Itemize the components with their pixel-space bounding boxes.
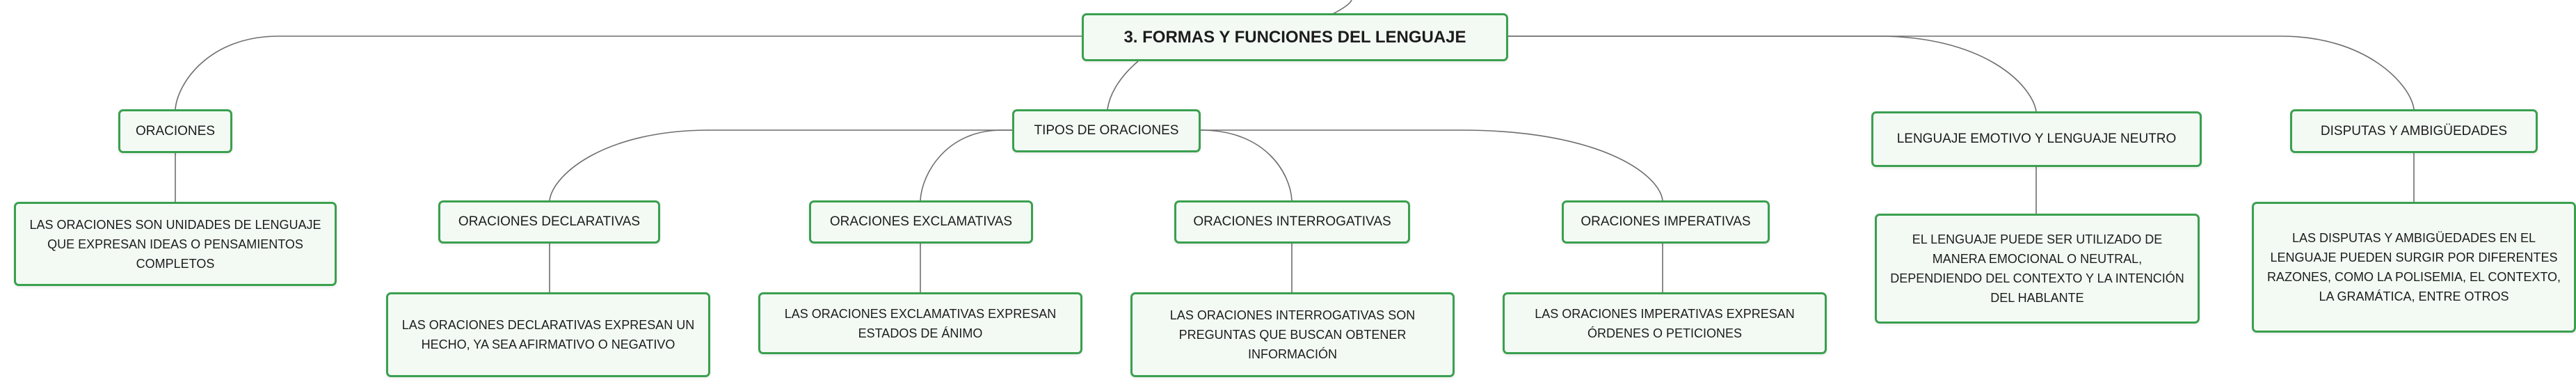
tipos-node[interactable]: TIPOS DE ORACIONES [1012,109,1201,152]
exclamativas-desc-node[interactable]: LAS ORACIONES EXCLAMATIVAS EXPRESAN ESTA… [758,292,1082,354]
imperativas-desc-text: LAS ORACIONES IMPERATIVAS EXPRESAN ÓRDEN… [1535,306,1795,340]
lenguaje-desc-node[interactable]: EL LENGUAJE PUEDE SER UTILIZADO DE MANER… [1875,214,2200,324]
imperativas-desc-node[interactable]: LAS ORACIONES IMPERATIVAS EXPRESAN ÓRDEN… [1503,292,1827,354]
root-node[interactable]: 3. FORMAS Y FUNCIONES DEL LENGUAJE [1082,13,1508,61]
exclamativas-node-label: ORACIONES EXCLAMATIVAS [829,214,1013,229]
disputas-desc-node[interactable]: LAS DISPUTAS Y AMBIGÜEDADES EN EL LENGUA… [2252,202,2576,333]
interrogativas-desc-text: LAS ORACIONES INTERROGATIVAS SON PREGUNT… [1169,308,1416,361]
edge-tipos-declarativas [549,129,1012,201]
lenguaje-node-label: LENGUAJE EMOTIVO Y LENGUAJE NEUTRO [1896,132,2177,146]
exclamativas-node[interactable]: ORACIONES EXCLAMATIVAS [809,200,1033,244]
declarativas-node-label: ORACIONES DECLARATIVAS [458,214,641,229]
oraciones-desc-node[interactable]: LAS ORACIONES SON UNIDADES DE LENGUAJE Q… [14,202,337,286]
interrogativas-node[interactable]: ORACIONES INTERROGATIVAS [1174,200,1410,244]
lenguaje-node[interactable]: LENGUAJE EMOTIVO Y LENGUAJE NEUTRO [1871,111,2202,167]
disputas-node[interactable]: DISPUTAS Y AMBIGÜEDADES [2290,109,2538,153]
declarativas-desc-node[interactable]: LAS ORACIONES DECLARATIVAS EXPRESAN UN H… [386,292,710,377]
edge-root-disputas [1508,35,2415,110]
edge-root-tipos [1107,61,1139,110]
oraciones-node-label: ORACIONES [135,123,216,138]
imperativas-node-label: ORACIONES IMPERATIVAS [1581,214,1751,229]
root-node-label: 3. FORMAS Y FUNCIONES DEL LENGUAJE [1123,27,1466,47]
edge-root-lenguaje [1508,35,2037,112]
edge-tipos-interrogativas [1200,129,1293,201]
interrogativas-desc-node[interactable]: LAS ORACIONES INTERROGATIVAS SON PREGUNT… [1130,292,1455,377]
tipos-node-label: TIPOS DE ORACIONES [1034,123,1179,138]
declarativas-node[interactable]: ORACIONES DECLARATIVAS [438,200,660,244]
oraciones-desc-text: LAS ORACIONES SON UNIDADES DE LENGUAJE Q… [29,217,321,271]
interrogativas-node-label: ORACIONES INTERROGATIVAS [1193,214,1391,229]
edge-tipos-imperativas [1201,129,1663,201]
disputas-desc-text: LAS DISPUTAS Y AMBIGÜEDADES EN EL LENGUA… [2266,231,2561,303]
edge-root-oraciones [175,35,1082,110]
imperativas-node[interactable]: ORACIONES IMPERATIVAS [1562,200,1770,244]
lenguaje-desc-text: EL LENGUAJE PUEDE SER UTILIZADO DE MANER… [1890,232,2184,305]
disputas-node-label: DISPUTAS Y AMBIGÜEDADES [2320,123,2508,138]
oraciones-node[interactable]: ORACIONES [118,109,232,153]
edge-tipos-exclamativas [920,129,1012,201]
declarativas-desc-text: LAS ORACIONES DECLARATIVAS EXPRESAN UN H… [401,318,695,351]
exclamativas-desc-text: LAS ORACIONES EXCLAMATIVAS EXPRESAN ESTA… [784,306,1057,340]
